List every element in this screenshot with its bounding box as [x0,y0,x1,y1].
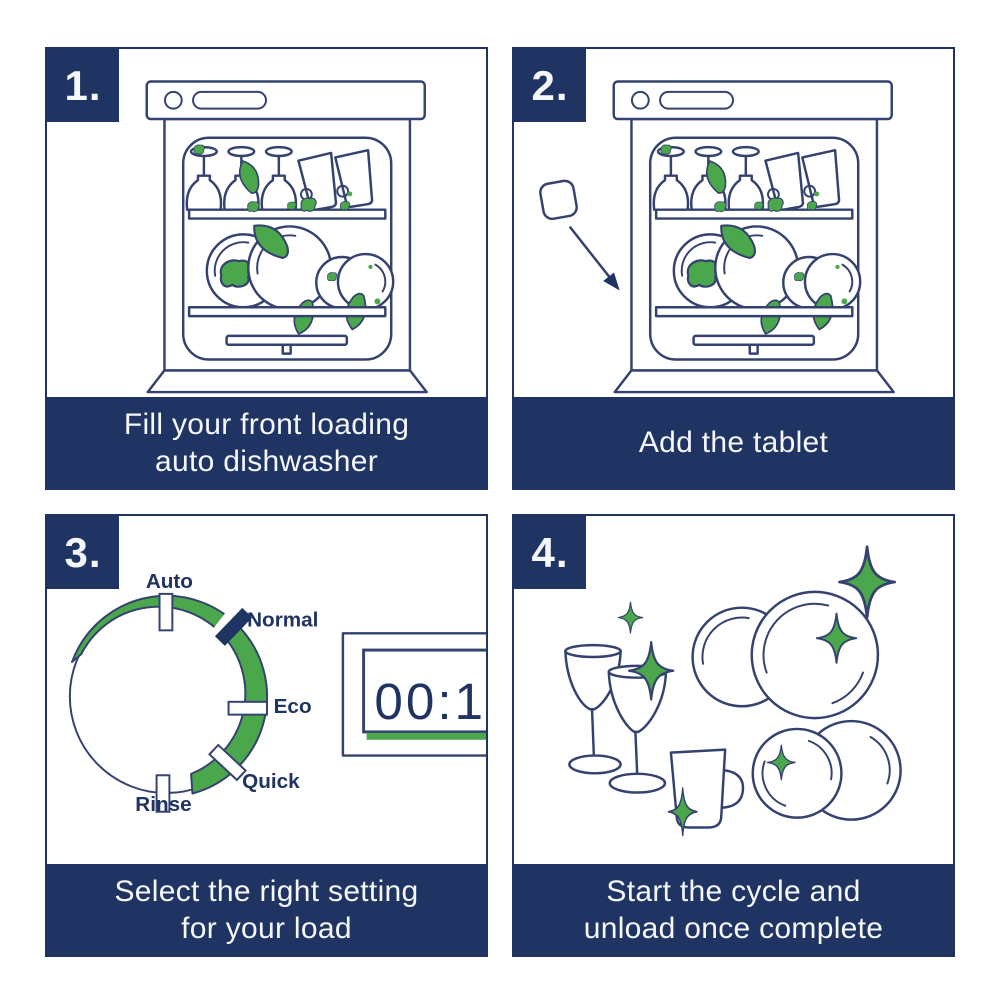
wine-glass-icon [564,643,622,775]
step-number-badge: 4. [514,516,586,589]
step-number: 4. [531,528,569,576]
step-number-badge: 1. [47,49,119,122]
tablet-icon [539,179,578,221]
caption-line: unload once complete [583,911,884,945]
caption-line: Fill your front loading [123,407,410,441]
dial-tick-auto [158,592,174,632]
wine-glass-icon [607,664,668,794]
timer-display: 00:1 [341,632,486,757]
timer-value: 00:1 [374,673,486,730]
caption-line: Select the right setting [114,874,419,908]
panel-step-2: 2. Add the tablet [512,47,955,490]
dial-pointer-normal [214,607,253,646]
arrow-icon [569,226,620,291]
dial-tick-eco [227,700,268,716]
step-number-badge: 3. [47,516,119,589]
step-number: 3. [64,528,102,576]
plate-icon [751,727,843,819]
sparkle-icon [617,601,644,634]
step-2-illustration [514,49,953,397]
dial-label-normal: Normal [247,608,318,631]
dial-gap [209,601,242,639]
dial-icon: Auto Normal Eco Quick Rinse [68,570,318,816]
dial-label-rinse: Rinse [135,793,191,816]
step-number: 1. [64,61,102,109]
step-3-illustration: Auto Normal Eco Quick Rinse 00:1 [47,516,486,864]
caption-line: for your load [181,911,352,945]
caption-line: Start the cycle and [606,874,861,908]
step-caption: Fill your front loading auto dishwasher [47,397,486,488]
plate-icon [750,590,880,720]
dial-label-quick: Quick [242,770,300,793]
caption-line: Add the tablet [638,426,829,459]
step-number: 2. [531,61,569,109]
panel-step-3: 3. [45,514,488,957]
panel-step-1: 1. Fill your front loading auto dishwash… [45,47,488,490]
dial-label-auto: Auto [146,570,193,593]
step-caption: Start the cycle and unload once complete [514,864,953,955]
dial-tick-rinse [155,774,171,813]
dial-label-eco: Eco [274,695,312,718]
panel-step-4: 4. [512,514,955,957]
step-number-badge: 2. [514,49,586,122]
step-caption: Select the right setting for your load [47,864,486,955]
caption-line: auto dishwasher [155,444,378,478]
step-caption: Add the tablet [514,397,953,488]
dial-tick-quick [208,743,248,782]
step-4-illustration [514,516,953,864]
timer-progress-bar [366,732,486,740]
